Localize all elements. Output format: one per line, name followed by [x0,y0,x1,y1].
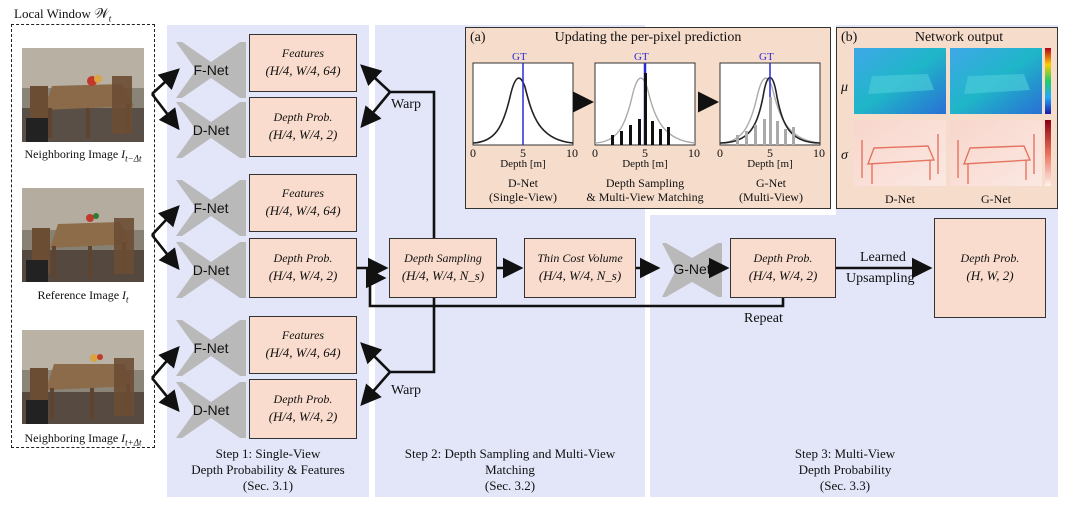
xlabel-p1: Depth [m] [500,158,546,170]
output-col-gnet: G-Net [981,192,1011,206]
warp-label-top: Warp [391,97,421,112]
fnet-block-top [176,42,246,98]
tick-10-p2: 10 [688,146,700,160]
fnet-block-mid [176,180,246,236]
tick-10-p1: 10 [566,146,578,160]
sigma-label: σ [841,148,848,163]
dnet-label-bottom: D-Net [192,402,230,418]
dnet-block-bottom [176,382,246,438]
gnet-label: G-Net [673,261,711,277]
image-caption-prev: Neighboring Image It−Δt [24,147,142,164]
fnet-label-top: F-Net [193,62,229,78]
tick-10-p3: 10 [813,146,825,160]
image-caption-reference: Reference Image It [37,288,129,305]
gt-label-1: GT [512,51,527,63]
local-window-title: Local Window 𝒲t [14,6,112,24]
tick-0-p3: 0 [717,146,723,160]
plot-caption-1: D-Net(Single-View) [489,176,557,204]
depth-prob-box-mid: Depth Prob.(H/4, W/4, 2) [249,238,357,298]
output-col-dnet: D-Net [885,192,915,206]
tick-0-p1: 0 [470,146,476,160]
plot-caption-2: Depth Sampling& Multi-View Matching [586,176,704,204]
inset-b-tag: (b) [841,30,858,45]
mu-label: μ [841,80,849,95]
local-window-frame [11,24,155,448]
warp-label-bottom: Warp [391,383,421,398]
network-output-maps [854,48,1051,186]
features-box-top: Features(H/4, W/4, 64) [249,34,357,92]
tick-0-p2: 0 [592,146,598,160]
neighboring-image-next [22,330,144,424]
repeat-label: Repeat [744,311,783,326]
tick-5-p2: 5 [642,146,648,160]
gt-label-2: GT [634,51,649,63]
tick-5-p3: 5 [767,146,773,160]
depth-prob-box-bottom: Depth Prob.(H/4, W/4, 2) [249,379,357,439]
fnet-label-mid: F-Net [193,200,229,216]
image-caption-next: Neighboring Image It+Δt [24,431,142,448]
depth-prob-box-top: Depth Prob.(H/4, W/4, 2) [249,97,357,157]
fnet-block-bottom [176,320,246,376]
thin-cost-volume-box: Thin Cost Volume(H/4, W/4, N_s) [524,238,636,298]
inset-b-title: Network output [914,30,1004,45]
depth-sampling-box: Depth Sampling(H/4, W/4, N_s) [389,238,497,298]
dnet-label-mid: D-Net [192,262,230,278]
neighboring-image-prev [22,48,144,142]
features-box-mid: Features(H/4, W/4, 64) [249,174,357,232]
dnet-block-top [176,102,246,158]
inset-a-plots [472,62,821,146]
tick-5-p1: 5 [520,146,526,160]
final-depth-prob-box: Depth Prob.(H, W, 2) [934,218,1046,318]
xlabel-p3: Depth [m] [747,158,793,170]
inset-a-tag: (a) [470,30,486,45]
plot-caption-3: G-Net(Multi-View) [739,176,803,204]
depth-prob-box-gnet: Depth Prob.(H/4, W/4, 2) [730,238,836,298]
features-box-bottom: Features(H/4, W/4, 64) [249,316,357,374]
xlabel-p2: Depth [m] [622,158,668,170]
upsampling-label: Upsampling [846,271,915,286]
dnet-block-mid [176,242,246,298]
inset-a-title: Updating the per-pixel prediction [554,30,742,45]
gt-label-3: GT [759,51,774,63]
reference-image [22,188,144,282]
learned-label: Learned [860,250,906,265]
fnet-label-bottom: F-Net [193,340,229,356]
dnet-label-top: D-Net [192,122,230,138]
